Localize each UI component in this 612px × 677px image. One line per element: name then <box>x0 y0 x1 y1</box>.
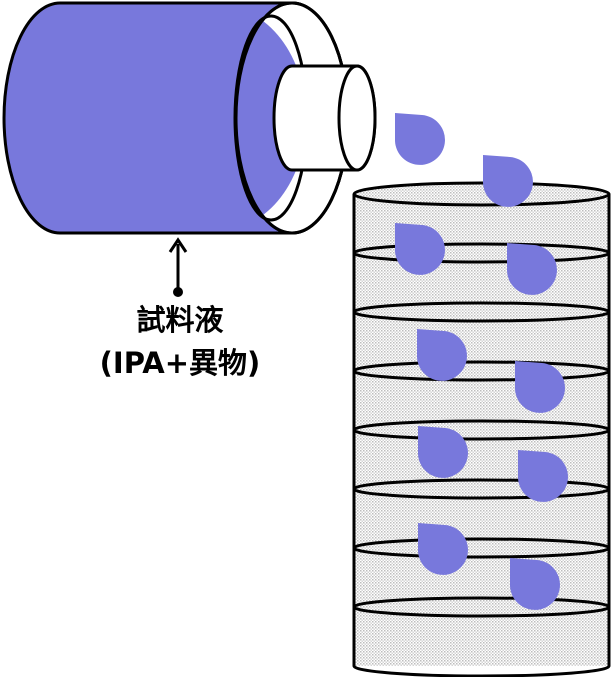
label-pointer-arrow <box>168 237 188 297</box>
arrow-anchor-dot <box>173 287 183 297</box>
nozzle-tip <box>337 64 377 172</box>
filter-stack-bottom <box>352 665 611 677</box>
droplet <box>395 113 445 165</box>
filter-layer <box>352 360 611 382</box>
droplet <box>518 450 568 502</box>
droplet <box>418 426 468 478</box>
droplet <box>417 329 467 381</box>
filter-layer <box>352 478 611 500</box>
droplet <box>507 243 557 295</box>
droplet <box>515 361 565 413</box>
filter-stack-body <box>354 194 609 666</box>
container-inner-liquid <box>236 6 306 230</box>
sample-label-composition: (IPA+異物) <box>99 346 261 380</box>
droplet <box>418 523 468 575</box>
filter-layer <box>352 596 611 618</box>
filter-layer <box>352 537 611 559</box>
filter-stack <box>352 181 611 677</box>
filter-layer <box>352 301 611 323</box>
droplet <box>510 558 560 610</box>
droplets <box>395 113 568 610</box>
filter-stack-top <box>352 181 611 207</box>
filter-layer <box>352 242 611 264</box>
droplet <box>483 155 533 207</box>
filter-layer <box>352 419 611 441</box>
sample-container <box>2 1 350 235</box>
nozzle <box>272 64 377 172</box>
sample-label-name: 試料液 <box>136 303 224 337</box>
droplet <box>395 223 445 275</box>
